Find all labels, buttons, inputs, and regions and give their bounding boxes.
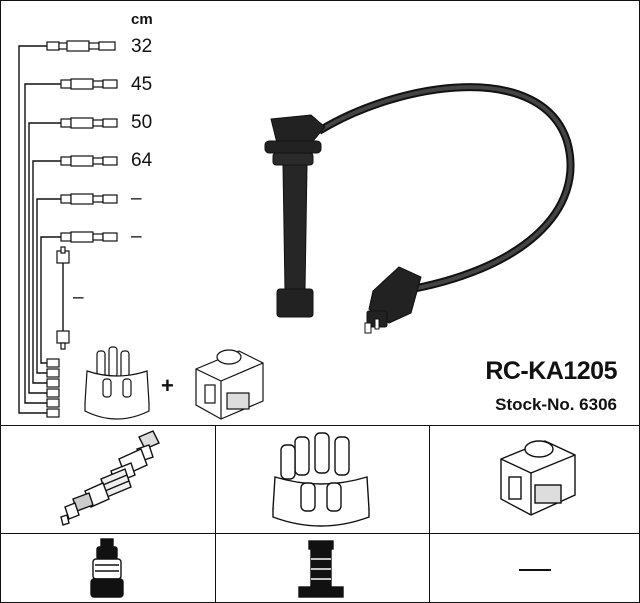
wire-schematic <box>18 40 575 420</box>
distributor-cap-icon <box>272 432 370 527</box>
spark-plug-icon <box>60 430 160 526</box>
grid-top-line <box>1 425 639 426</box>
stock-number: Stock-No. 6306 <box>495 395 617 414</box>
ignition-coil-small-icon <box>195 349 264 420</box>
wire-terminal <box>60 78 118 90</box>
wire-terminal <box>60 193 118 205</box>
length-label-1: 32 <box>131 36 153 57</box>
grid-col-divider-2 <box>429 425 430 602</box>
coil-connector-icon <box>298 540 344 598</box>
wire-terminal <box>46 40 116 52</box>
plug-connector-icon <box>90 538 124 598</box>
bundle-ends <box>46 358 60 418</box>
part-number: RC-KA1205 <box>485 357 617 385</box>
ignition-coil-icon <box>500 440 576 516</box>
distributor-cap-small-icon <box>84 346 150 420</box>
length-label-4: 64 <box>131 150 153 171</box>
unit-label: cm <box>131 11 153 28</box>
wire-terminal <box>60 117 118 129</box>
length-label-2: 45 <box>131 74 153 95</box>
length-label-6: – <box>131 226 142 247</box>
grid-middle-line <box>1 533 639 534</box>
ignition-cable <box>264 83 575 334</box>
grid-col-divider-1 <box>215 425 216 602</box>
coil-terminal <box>56 246 70 350</box>
wire-terminal <box>60 155 118 167</box>
coil-length-label: – <box>73 287 84 308</box>
length-label-5: – <box>131 188 142 209</box>
wire-terminal <box>60 231 118 243</box>
no-component-dash <box>519 569 551 571</box>
plus-sign: + <box>161 373 174 398</box>
length-label-3: 50 <box>131 112 153 133</box>
